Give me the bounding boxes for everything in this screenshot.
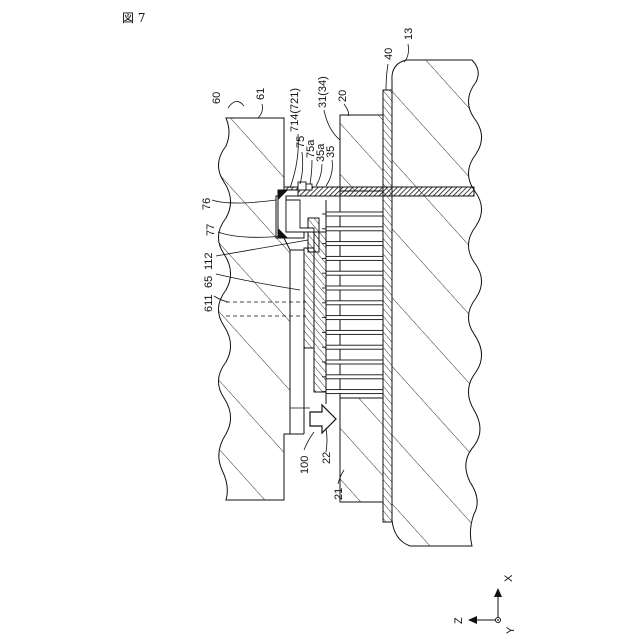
axes-indicator: X Z Y (453, 574, 517, 634)
fin-array (322, 200, 383, 404)
member-21-lower (340, 398, 383, 502)
label-31-34: 31(34) (317, 76, 329, 108)
label-714: 714(721) (289, 88, 301, 132)
fin (326, 256, 383, 260)
fin (326, 271, 383, 275)
label-61: 61 (255, 88, 267, 100)
plate-40 (383, 90, 392, 522)
label-65: 65 (203, 276, 215, 288)
fin (326, 286, 383, 290)
body-13 (392, 60, 482, 546)
label-40: 40 (383, 48, 395, 60)
label-13: 13 (403, 28, 415, 40)
member-20-upper (340, 115, 383, 191)
fin (326, 330, 383, 334)
board-112 (304, 248, 314, 348)
fin (326, 227, 383, 231)
figure-title: 図 7 (122, 11, 145, 25)
fin (326, 390, 383, 394)
label-611: 611 (203, 294, 215, 312)
label-22: 22 (321, 452, 333, 464)
axis-y-label: Y (505, 626, 517, 634)
label-60: 60 (211, 92, 223, 104)
label-112: 112 (203, 252, 215, 270)
fin (326, 345, 383, 349)
label-100: 100 (299, 456, 311, 474)
label-20: 20 (337, 90, 349, 102)
fin (326, 242, 383, 246)
fin (326, 360, 383, 364)
fin (326, 316, 383, 320)
label-35: 35 (325, 146, 337, 158)
label-21: 21 (333, 488, 345, 500)
axis-z-label: Z (453, 617, 465, 624)
arrow-22 (310, 405, 336, 433)
housing-60 (218, 118, 290, 500)
fin (326, 212, 383, 216)
fin (326, 375, 383, 379)
shaft-76 (284, 187, 474, 196)
axis-x-label: X (503, 574, 515, 582)
label-77: 77 (205, 224, 217, 236)
fin (326, 301, 383, 305)
element-65 (314, 232, 326, 392)
label-76: 76 (201, 198, 213, 210)
